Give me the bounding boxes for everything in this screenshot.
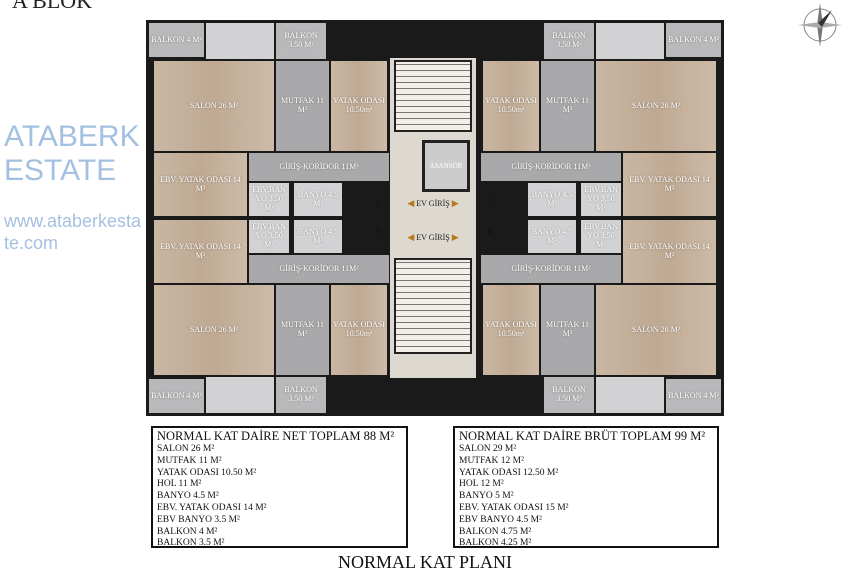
room-living-room: SALON 26 M² — [153, 60, 275, 152]
building-core: ASANSÖR ◀ EV GİRİŞ ▶ ◀ EV GİRİŞ ▶ — [390, 58, 476, 378]
watermark-url: www.ataberkestate.com — [4, 211, 142, 253]
room-kitchen: MUTFAK 11 M² — [540, 284, 595, 376]
room-kitchen: MUTFAK 11 M² — [275, 284, 330, 376]
net-row: SALON 26 M² — [157, 444, 215, 454]
arrow-right-icon: ▶ — [451, 198, 459, 208]
room-dining-area — [595, 376, 665, 414]
arrow-left-icon: ◀ — [407, 198, 415, 208]
room-balcony-3-50: BALKON 3.50 M² — [275, 22, 327, 60]
room-kitchen: MUTFAK 11 M² — [540, 60, 595, 152]
gross-area-table: NORMAL KAT DAİRE BRÜT TOPLAM 99 M² SALON… — [453, 426, 719, 548]
room-ensuite-bathroom: EBV.BANYO 3.50 M² — [580, 219, 622, 254]
net-row: BANYO 4.5 M² — [157, 491, 219, 502]
unit-number: 7 — [488, 198, 493, 208]
staircase-lower — [394, 258, 472, 354]
elevator: ASANSÖR — [422, 140, 470, 192]
room-bedroom: YATAK ODASI 10.50m² — [482, 284, 540, 376]
staircase-upper — [394, 60, 472, 132]
room-entry-corridor: GİRİŞ-KORİDOR 11M² — [480, 152, 622, 182]
net-row: EBV. YATAK ODASI 14 M² — [157, 502, 267, 513]
gross-row: SALON 29 M² — [459, 444, 517, 454]
unit-number: 5 — [376, 227, 381, 237]
gross-table-title: NORMAL KAT DAİRE BRÜT TOPLAM 99 M² — [459, 429, 706, 443]
room-master-bedroom: EBV. YATAK ODASI 14 M² — [622, 219, 717, 284]
room-living-room: SALON 26 M² — [153, 284, 275, 376]
gross-row: EBV BANYO 4.5 M² — [459, 514, 542, 525]
room-bedroom: YATAK ODASI 10.50m² — [330, 284, 388, 376]
room-entry-corridor: GİRİŞ-KORİDOR 11M² — [480, 254, 622, 284]
room-living-room: SALON 26 M² — [595, 284, 717, 376]
arrow-right-icon: ▶ — [451, 232, 459, 242]
room-bathroom: BANYO 4.5 M² — [527, 182, 577, 217]
gross-row: YATAK ODASI 12.50 M² — [459, 467, 559, 478]
room-master-bedroom: EBV. YATAK ODASI 14 M² — [153, 152, 248, 217]
room-entry-corridor: GİRİŞ-KORİDOR 11M² — [248, 254, 390, 284]
room-balcony-4: BALKON 4 M² — [148, 378, 205, 414]
room-balcony-4: BALKON 4 M² — [665, 22, 722, 58]
room-master-bedroom: EBV. YATAK ODASI 14 M² — [622, 152, 717, 217]
watermark-brand: ATABERK ESTATE — [4, 120, 140, 187]
gross-row: BALKON 4.75 M² — [459, 526, 532, 537]
entrance-text: EV GİRİŞ — [416, 199, 450, 208]
room-bathroom: BANYO 4.5 M² — [293, 182, 343, 217]
room-balcony-4: BALKON 4 M² — [665, 378, 722, 414]
entrance-label-bottom: ◀ EV GİRİŞ ▶ — [390, 232, 476, 243]
room-master-bedroom: EBV. YATAK ODASI 14 M² — [153, 219, 248, 284]
room-bathroom: BANYO 4.5 M² — [293, 219, 343, 254]
net-row: BALKON 4 M² — [157, 526, 218, 537]
room-balcony-3-50: BALKON 3.50 M² — [543, 376, 595, 414]
gross-row: HOL 12 M² — [459, 479, 504, 490]
block-title: A BLOK — [12, 0, 93, 13]
net-row: YATAK ODASI 10.50 M² — [157, 467, 257, 478]
room-living-room: SALON 26 M² — [595, 60, 717, 152]
unit-number: 6 — [376, 198, 381, 208]
room-bedroom: YATAK ODASI 10.50m² — [330, 60, 388, 152]
room-entry-corridor: GİRİŞ-KORİDOR 11M² — [248, 152, 390, 182]
room-bedroom: YATAK ODASI 10.50m² — [482, 60, 540, 152]
room-dining-area — [205, 22, 275, 60]
room-kitchen: MUTFAK 11 M² — [275, 60, 330, 152]
net-row: HOL 11 M² — [157, 479, 202, 490]
gross-row: BANYO 5 M² — [459, 491, 514, 502]
entrance-text: EV GİRİŞ — [416, 233, 450, 242]
room-ensuite-bathroom: EBV.BANYO 3.50 M² — [580, 182, 622, 217]
room-balcony-4: BALKON 4 M² — [148, 22, 205, 58]
room-ensuite-bathroom: EBV.BANYO 3.50 M² — [248, 182, 290, 217]
net-row: BALKON 3.5 M² — [157, 538, 225, 549]
net-area-table: NORMAL KAT DAİRE NET TOPLAM 88 M² SALON … — [151, 426, 408, 548]
room-bathroom: BANYO 4.5 M² — [527, 219, 577, 254]
gross-row: BALKON 4.25 M² — [459, 538, 532, 549]
compass-rose-icon — [798, 3, 842, 47]
unit-number: 8 — [488, 227, 493, 237]
gross-row: EBV. YATAK ODASI 15 M² — [459, 502, 569, 513]
room-balcony-3-50: BALKON 3.50 M² — [543, 22, 595, 60]
room-dining-area — [595, 22, 665, 60]
room-dining-area — [205, 376, 275, 414]
net-row: MUTFAK 11 M² — [157, 455, 222, 466]
room-ensuite-bathroom: EBV.BANYO 3.50 M² — [248, 219, 290, 254]
room-balcony-3-50: BALKON 3.50 M² — [275, 376, 327, 414]
arrow-left-icon: ◀ — [407, 232, 415, 242]
plan-title: NORMAL KAT PLANI — [337, 552, 512, 572]
net-table-title: NORMAL KAT DAİRE NET TOPLAM 88 M² — [157, 429, 395, 443]
net-row: EBV BANYO 3.5 M² — [157, 514, 240, 525]
gross-row: MUTFAK 12 M² — [459, 455, 524, 466]
entrance-label-top: ◀ EV GİRİŞ ▶ — [390, 198, 476, 209]
